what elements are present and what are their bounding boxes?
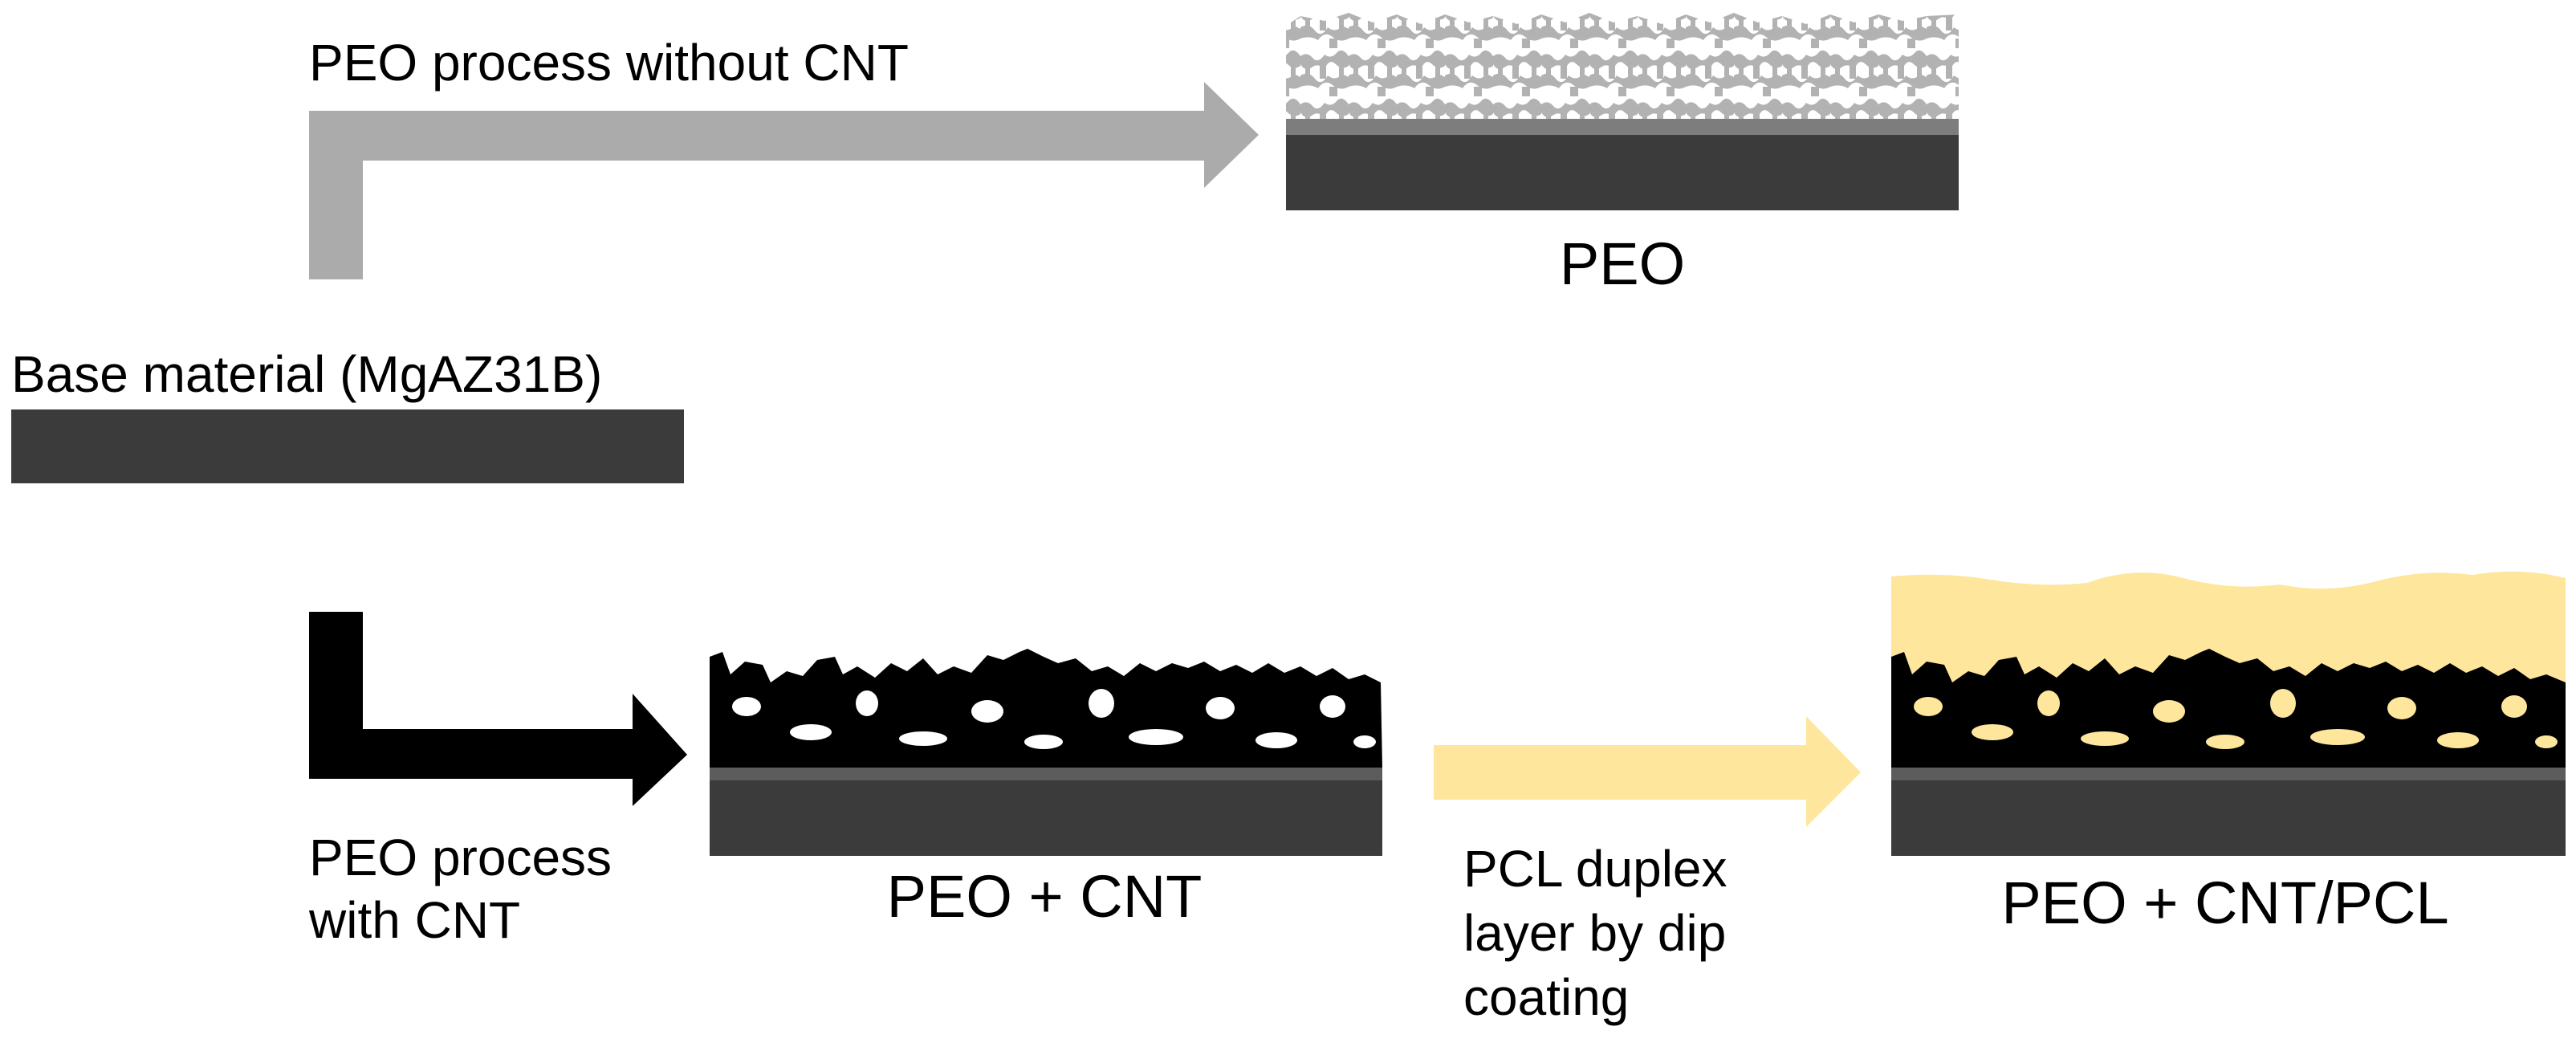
cnt-pore xyxy=(1024,735,1063,749)
pcl-filled-pore xyxy=(2270,689,2296,718)
pcl-filled-pore xyxy=(2081,731,2129,746)
arrow-without-cnt xyxy=(309,82,1259,279)
peo-cnt-interface-layer xyxy=(710,768,1382,780)
cnt-pore xyxy=(1206,697,1235,719)
peo-cnt-result-label: PEO + CNT xyxy=(887,863,1203,930)
cnt-pore xyxy=(1089,689,1114,718)
pcl-filled-pore xyxy=(2535,735,2558,748)
peo-substrate xyxy=(1286,135,1959,210)
peo-without-cnt-label: PEO process without CNT xyxy=(309,34,909,92)
peo-with-cnt-label-line1: PEO process xyxy=(309,829,612,886)
cnt-pore xyxy=(1353,735,1376,748)
cnt-porous-layer-pcl xyxy=(1891,649,2566,768)
peo-coating-stack xyxy=(1286,13,1959,210)
arrow-with-cnt xyxy=(309,612,687,806)
cnt-pore xyxy=(790,724,832,740)
peo-with-cnt-label-line2: with CNT xyxy=(308,891,520,949)
pcl-filled-pore xyxy=(2037,690,2060,716)
pcl-filled-pore xyxy=(2310,729,2365,745)
cnt-pore xyxy=(899,731,947,746)
peo-result-label: PEO xyxy=(1560,230,1685,297)
cnt-pore xyxy=(971,700,1003,723)
peo-cnt-pcl-interface-layer xyxy=(1891,768,2566,780)
cnt-pore xyxy=(1255,732,1297,748)
pcl-filled-pore xyxy=(1914,697,1943,716)
pcl-filled-pore xyxy=(2206,735,2244,749)
pcl-filled-pore xyxy=(2153,700,2185,723)
pcl-duplex-label-line3: coating xyxy=(1463,968,1629,1026)
cnt-pore xyxy=(1129,729,1183,745)
peo-cnt-pcl-substrate xyxy=(1891,780,2566,856)
cnt-porous-layer xyxy=(710,649,1382,768)
peo-cnt-pcl-coating-stack xyxy=(1891,571,2566,856)
pcl-filled-pore xyxy=(1972,724,2013,740)
peo-cnt-coating-stack xyxy=(710,649,1382,856)
cnt-pore xyxy=(856,690,878,716)
base-material-bar xyxy=(11,409,684,483)
pcl-duplex-label-line1: PCL duplex xyxy=(1463,840,1728,898)
peo-porous-layer xyxy=(1286,13,1959,119)
cnt-pore xyxy=(732,697,761,716)
pcl-filled-pore xyxy=(2387,697,2416,719)
peo-cnt-pcl-result-label: PEO + CNT/PCL xyxy=(2001,870,2448,936)
pcl-filled-pore xyxy=(2501,695,2527,718)
arrow-pcl-dip-coating xyxy=(1434,716,1861,827)
peo-interface-layer xyxy=(1286,119,1959,135)
base-material-label: Base material (MgAZ31B) xyxy=(11,345,602,403)
cnt-pore xyxy=(1320,695,1345,718)
pcl-duplex-label-line2: layer by dip xyxy=(1463,904,1726,962)
peo-cnt-substrate xyxy=(710,780,1382,856)
pcl-filled-pore xyxy=(2437,732,2479,748)
